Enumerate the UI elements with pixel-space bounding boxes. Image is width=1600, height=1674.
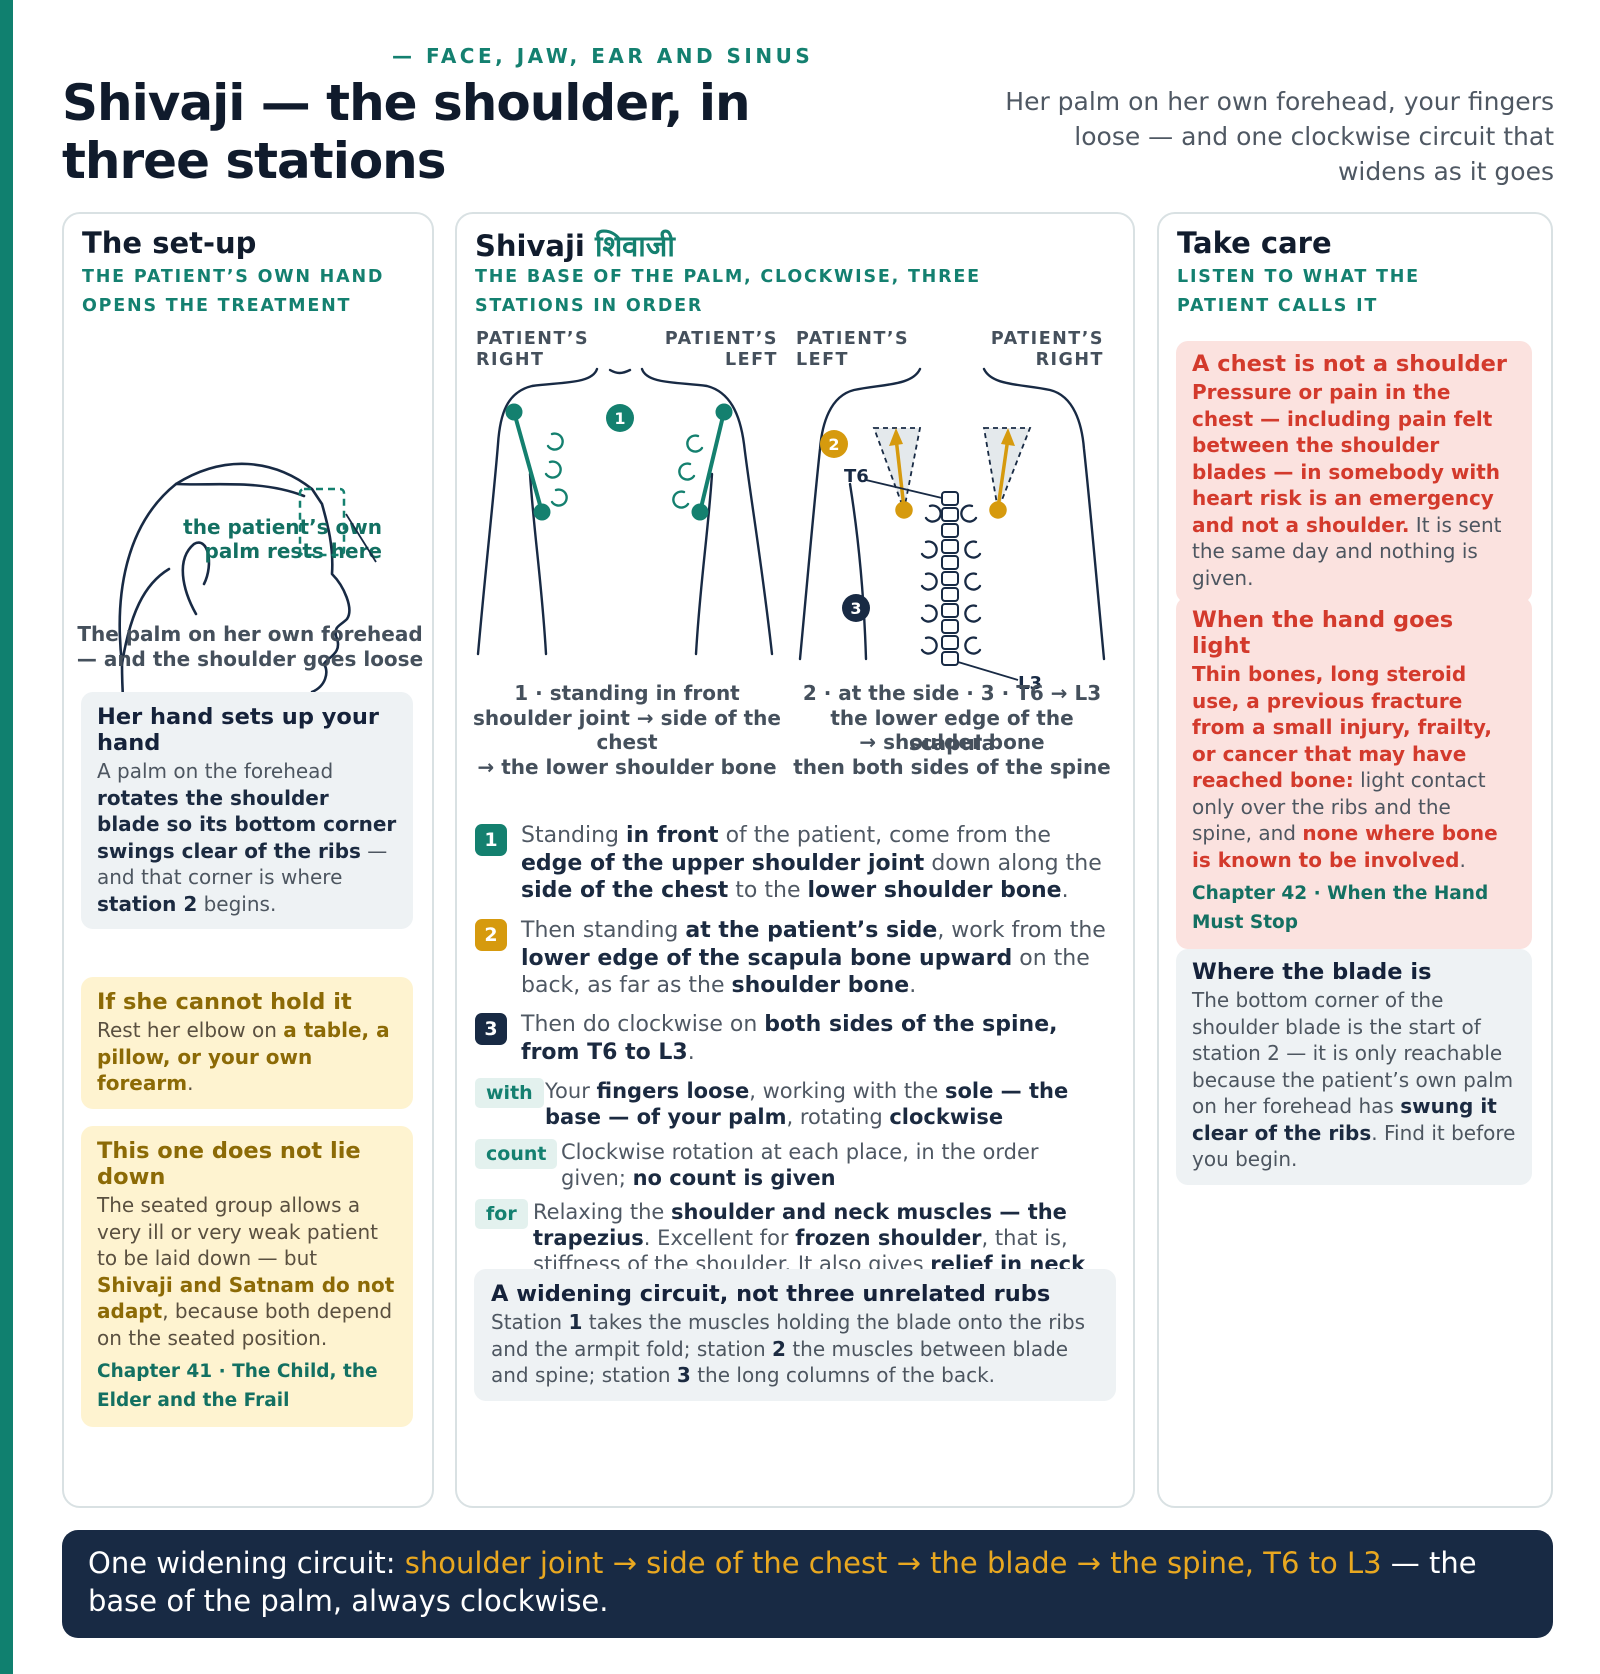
scapula-zone-left xyxy=(872,427,922,514)
widening-circuit-text: Station 1 takes the muscles holding the … xyxy=(491,1310,1086,1387)
shivaji-kicker: THE BASE OF THE PALM, CLOCKWISE, THREE S… xyxy=(475,267,981,316)
summary-lead: One widening circuit: xyxy=(88,1546,405,1580)
widening-circuit-title: A widening circuit, not three unrelated … xyxy=(491,1281,1051,1307)
hand-goes-light-warning: When the hand goes light Thin bones, lon… xyxy=(1176,597,1532,949)
hand-setup-note: Her hand sets up your hand A palm on the… xyxy=(81,692,413,929)
for-tag: for xyxy=(475,1199,528,1229)
page-subtitle: Her palm on her own forehead, your finge… xyxy=(1005,87,1554,186)
summary-banner: One widening circuit: shoulder joint → s… xyxy=(62,1530,1553,1638)
with-text: Your fingers loose, working with the sol… xyxy=(545,1079,1069,1129)
hand-light-text: Thin bones, long steroid use, a previous… xyxy=(1192,662,1498,872)
shivaji-heading: Shivaji शिवाजी xyxy=(475,229,675,263)
station-2-text: Then standing at the patient’s side, wor… xyxy=(521,918,1106,998)
setup-kicker: THE PATIENT’S OWN HAND OPENS THE TREATME… xyxy=(82,267,385,316)
back-label-right-2: RIGHT xyxy=(1036,350,1104,370)
setup-card: The set-up THE PATIENT’S OWN HAND OPENS … xyxy=(62,212,434,1508)
setup-caption-2: — and the shoulder goes loose xyxy=(76,647,424,671)
section-kicker: — FACE, JAW, EAR AND SINUS xyxy=(392,44,814,68)
hand-setup-text: A palm on the forehead rotates the shoul… xyxy=(97,759,397,916)
svg-text:3: 3 xyxy=(850,599,861,618)
where-blade-text: The bottom corner of the shoulder blade … xyxy=(1192,988,1516,1171)
accent-stripe xyxy=(0,0,13,1674)
cannot-hold-title: If she cannot hold it xyxy=(97,989,352,1015)
station-number-2: 2 xyxy=(475,919,507,951)
summary-highlight: shoulder joint → side of the chest → the… xyxy=(404,1546,1382,1580)
station-1-step: 1 Standing in front of the patient, come… xyxy=(475,822,1115,912)
back-caption-3: → shoulder bone xyxy=(859,730,1045,754)
back-station-2-marker xyxy=(820,430,848,458)
chest-warning-title: A chest is not a shoulder xyxy=(1192,351,1507,377)
station-3-text: Then do clockwise on both sides of the s… xyxy=(521,1012,1058,1065)
callout-leader-line xyxy=(345,513,377,563)
shivaji-card: Shivaji शिवाजी THE BASE OF THE PALM, CLO… xyxy=(455,212,1135,1508)
front-station-marker xyxy=(606,404,634,432)
lie-down-title: This one does not lie down xyxy=(97,1138,361,1190)
cannot-hold-text: Rest her elbow on a table, a pillow, or … xyxy=(97,1018,390,1095)
take-care-kicker: LISTEN TO WHAT THE PATIENT CALLS IT xyxy=(1177,267,1420,316)
callout-label-2: palm rests here xyxy=(205,539,382,563)
where-blade-title: Where the blade is xyxy=(1192,959,1432,985)
chest-not-shoulder-warning: A chest is not a shoulder Pressure or pa… xyxy=(1176,341,1532,603)
back-label-left-1: PATIENT’S xyxy=(796,329,909,349)
spine-column xyxy=(941,491,959,666)
shivaji-hindi: शिवाजी xyxy=(594,229,675,263)
front-label-left-2: LEFT xyxy=(725,350,778,370)
front-torso-diagram: PATIENT’S RIGHT PATIENT’S LEFT xyxy=(476,329,778,656)
svg-text:1: 1 xyxy=(614,409,625,428)
count-text: Clockwise rotation at each place, in the… xyxy=(561,1140,1039,1190)
back-caption-4: then both sides of the spine xyxy=(793,755,1111,779)
station-number-3: 3 xyxy=(475,1013,507,1045)
where-blade-is-note: Where the blade is The bottom corner of … xyxy=(1176,949,1532,1185)
chapter-41-reference[interactable]: Chapter 41 · The Child, the Elder and th… xyxy=(97,1361,378,1411)
station-2-step: 2 Then standing at the patient’s side, w… xyxy=(475,917,1115,1007)
take-care-heading: Take care xyxy=(1177,226,1332,260)
setup-heading: The set-up xyxy=(82,226,257,260)
t6-label: T6 xyxy=(844,466,869,487)
front-label-right-2: RIGHT xyxy=(476,350,544,370)
scapula-zone-right xyxy=(982,427,1032,514)
back-caption-1: 2 · at the side · 3 · T6 → L3 xyxy=(802,681,1102,705)
back-label-right-1: PATIENT’S xyxy=(991,329,1104,349)
chapter-42-reference[interactable]: Chapter 42 · When the Hand Must Stop xyxy=(1192,883,1489,933)
front-caption-4: → the lower shoulder bone xyxy=(477,755,777,779)
summary-tail: — the base of the palm, always clockwise… xyxy=(88,1546,1477,1618)
l3-label: L3 xyxy=(1018,673,1042,694)
hand-light-title: When the hand goes light xyxy=(1192,607,1454,659)
front-label-left-1: PATIENT’S xyxy=(665,329,778,349)
back-torso-diagram: PATIENT’S LEFT PATIENT’S RIGHT xyxy=(796,329,1106,694)
hand-setup-title: Her hand sets up your hand xyxy=(97,704,380,756)
with-tag: with xyxy=(475,1078,544,1108)
front-caption-2: shoulder joint → side of the xyxy=(473,706,781,730)
back-label-left-2: LEFT xyxy=(796,350,849,370)
take-care-card: Take care LISTEN TO WHAT THE PATIENT CAL… xyxy=(1157,212,1553,1508)
palm-position-marker xyxy=(298,487,346,557)
callout-label-1: the patient’s own xyxy=(183,515,382,539)
station-1-text: Standing in front of the patient, come f… xyxy=(521,823,1102,903)
cannot-hold-note: If she cannot hold it Rest her elbow on … xyxy=(81,977,413,1109)
station-number-1: 1 xyxy=(475,824,507,856)
page-title: Shivaji — the shoulder, in three station… xyxy=(62,74,751,190)
front-caption-1: 1 · standing in front xyxy=(514,681,740,705)
front-caption-3: chest xyxy=(596,730,658,754)
station-3-step: 3 Then do clockwise on both sides of the… xyxy=(475,1011,1115,1071)
count-tag: count xyxy=(475,1139,558,1169)
chest-warning-text: Pressure or pain in the chest — includin… xyxy=(1192,380,1502,590)
widening-circuit-note: A widening circuit, not three unrelated … xyxy=(474,1269,1116,1401)
does-not-lie-down-note: This one does not lie down The seated gr… xyxy=(81,1126,413,1427)
head-profile-illustration: the patient’s own palm rests here xyxy=(118,462,382,874)
front-label-right-1: PATIENT’S xyxy=(476,329,589,349)
back-station-3-marker xyxy=(842,594,870,622)
back-caption-2: the lower edge of the scapula xyxy=(830,706,1074,755)
setup-caption-1: The palm on her own forehead xyxy=(77,622,423,646)
lie-down-text: The seated group allows a very ill or ve… xyxy=(97,1193,395,1350)
svg-text:2: 2 xyxy=(828,435,839,454)
